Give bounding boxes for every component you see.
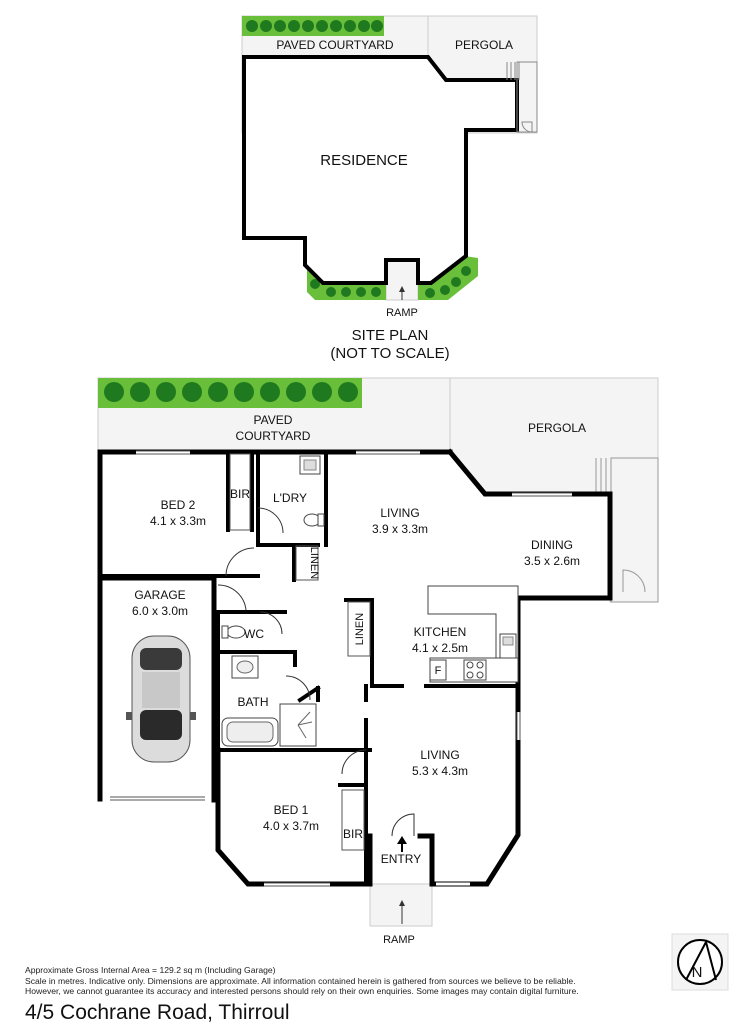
site-caption-line1: SITE PLAN: [352, 327, 429, 344]
compass-letter: N: [692, 964, 703, 981]
site-ramp-arrowhead: [399, 286, 405, 292]
ramp-arrowhead: [399, 900, 405, 906]
linen-2-label: LINEN: [354, 613, 366, 645]
car-icon: [126, 635, 196, 763]
window-frames: [110, 450, 572, 887]
hedge-shrubs: [104, 382, 358, 402]
entry-label: ENTRY: [381, 852, 421, 866]
linen-1-label: LINEN: [308, 547, 320, 579]
site-pergola-label: PERGOLA: [455, 38, 513, 52]
interior-walls: [98, 450, 520, 886]
ramp-label: RAMP: [383, 934, 415, 946]
site-residence-outline: [242, 55, 519, 285]
site-ramp-label: RAMP: [386, 307, 418, 319]
bir-bottom-label: BIR: [343, 827, 363, 841]
linen-1-cupboard: [295, 545, 319, 581]
site-residence-label: RESIDENCE: [320, 152, 408, 169]
site-shrubs-bottom: [310, 266, 471, 298]
garage-name: GARAGE: [134, 588, 185, 602]
living-bottom-name: LIVING: [420, 748, 459, 762]
site-caption-line2: (NOT TO SCALE): [330, 345, 449, 362]
toilet-wc: [226, 625, 246, 639]
entry-arrowhead: [397, 836, 407, 844]
site-pergola-stairs: [506, 61, 538, 133]
vanity-basin: [236, 660, 254, 674]
living-bottom-size: 5.3 x 4.3m: [412, 764, 468, 778]
kitchen-size: 4.1 x 2.5m: [412, 641, 468, 655]
site-shrubs-top: [246, 20, 383, 32]
windows: [110, 450, 572, 886]
disclaimer-line-2: Scale in metres. Indicative only. Dimens…: [25, 975, 576, 986]
laundry-label: L'DRY: [273, 491, 307, 505]
wc-label: WC: [244, 627, 264, 641]
courtyard-label-2: COURTYARD: [236, 429, 311, 443]
compass-icon: N: [671, 933, 729, 991]
site-courtyard-label: PAVED COURTYARD: [276, 38, 393, 52]
pergola-label: PERGOLA: [528, 421, 586, 435]
bed2-name: BED 2: [161, 498, 196, 512]
disclaimer-line-1: Approximate Gross Internal Area = 129.2 …: [25, 965, 276, 975]
shower-rose-icon: [297, 711, 313, 739]
bed2-size: 4.1 x 3.3m: [150, 514, 206, 528]
bir-bottom: [341, 789, 365, 851]
disclaimer: Approximate Gross Internal Area = 129.2 …: [25, 965, 725, 997]
bathtub-inner: [226, 721, 274, 743]
dining-size: 3.5 x 2.6m: [524, 554, 580, 568]
linen-2-cupboard: [347, 601, 371, 657]
cooktop-icon: [463, 659, 487, 681]
living-top-name: LIVING: [380, 506, 419, 520]
garage-size: 6.0 x 3.0m: [132, 604, 188, 618]
toilet-laundry-cistern: [317, 513, 325, 527]
property-address: 4/5 Cochrane Road, Thirroul: [25, 1001, 290, 1024]
fridge-space: [429, 659, 447, 681]
bed1-name: BED 1: [274, 803, 309, 817]
site-plan: PAVED COURTYARD PERGOLA RESIDENCE RAMP S…: [241, 15, 538, 362]
courtyard-label-1: PAVED: [254, 413, 293, 427]
disclaimer-line-3: However, we cannot guarantee its accurac…: [25, 986, 579, 996]
laundry-tub-inner: [303, 459, 317, 471]
floor-plan: PAVED COURTYARD PERGOLA BED 2 4.1 x 3.3m…: [97, 377, 729, 991]
kitchen-name: KITCHEN: [414, 625, 467, 639]
bir-top: [229, 453, 251, 531]
kitchen-sink-bowl: [502, 636, 514, 646]
bath-label: BATH: [237, 695, 268, 709]
bed1-size: 4.0 x 3.7m: [263, 819, 319, 833]
bir-top-label: BIR: [230, 487, 250, 501]
living-top-size: 3.9 x 3.3m: [372, 522, 428, 536]
door-swings: [217, 507, 415, 837]
dining-name: DINING: [531, 538, 573, 552]
toilet-wc-cistern: [221, 625, 229, 639]
fridge-label: F: [435, 665, 442, 677]
